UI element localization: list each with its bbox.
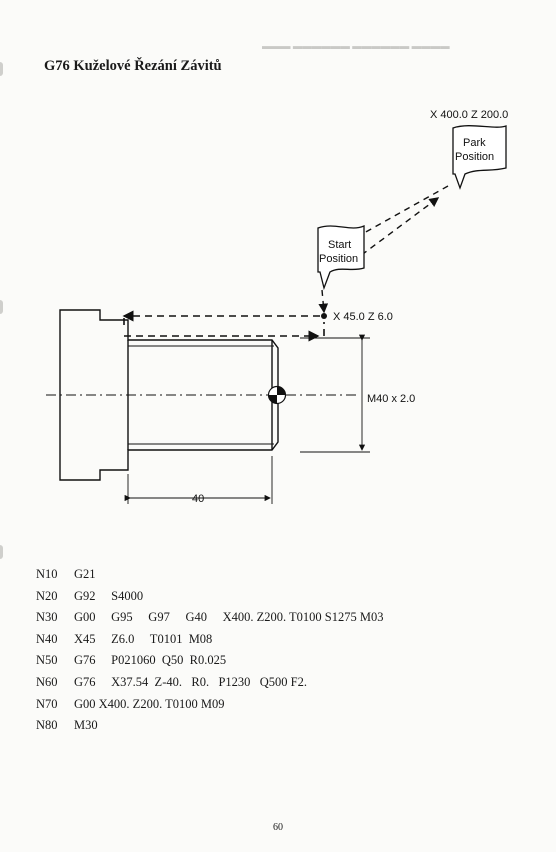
- punch-hole: [0, 62, 3, 76]
- park-label-2: Position: [455, 151, 494, 163]
- start-label-1: Start: [328, 239, 351, 251]
- page-title: G76 Kuželové Řezání Závitů: [44, 58, 222, 74]
- start-tool-icon: [317, 225, 365, 291]
- thread-size-label: M40 x 2.0: [367, 393, 415, 405]
- length-label: 40: [192, 493, 204, 505]
- park-tool-icon: [452, 125, 507, 190]
- punch-hole: [0, 300, 3, 314]
- origin-symbol: [267, 385, 287, 405]
- park-coord: X 400.0 Z 200.0: [430, 109, 508, 121]
- park-label-1: Park: [463, 137, 486, 149]
- start-label-2: Position: [319, 253, 358, 265]
- length-dimension: [124, 456, 273, 504]
- punch-hole: [0, 545, 3, 559]
- thread-cycle-path: [122, 310, 325, 342]
- page-number: 60: [273, 822, 283, 833]
- target-point: [321, 313, 327, 319]
- target-coord: X 45.0 Z 6.0: [333, 311, 393, 323]
- bleed-through-text: ▬▬▬▬ ▬▬▬▬▬▬ ▬▬▬▬▬▬ ▬▬▬: [262, 42, 450, 52]
